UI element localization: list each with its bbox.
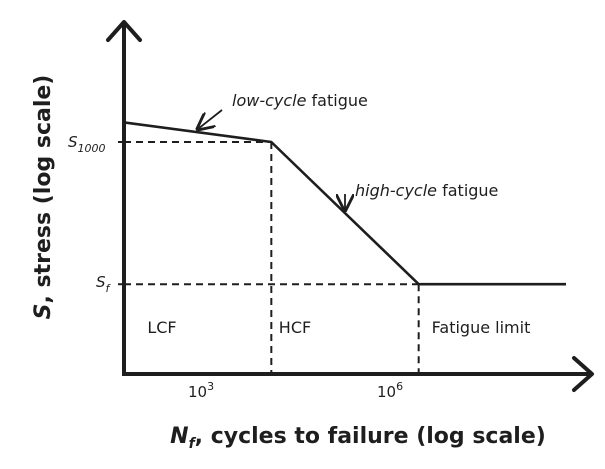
region-label-fatigue-limit: Fatigue limit — [432, 318, 531, 337]
y-tick-label-sf: Sf — [96, 273, 112, 295]
annotation-low-cycle: low-cycle fatigue — [232, 91, 368, 110]
region-label-lcf: LCF — [147, 318, 176, 337]
y-axis-title: S, stress (log scale) — [31, 75, 56, 320]
x-tick-label-1e6: 106 — [377, 380, 403, 401]
x-axis-title: Nf, cycles to failure (log scale) — [170, 424, 546, 452]
y-tick-label-s1000: S1000 — [68, 133, 106, 155]
x-axis-arrowhead — [572, 356, 594, 392]
region-label-hcf: HCF — [279, 318, 311, 337]
y-axis-arrowhead — [106, 20, 142, 42]
annotation-high-cycle: high-cycle fatigue — [355, 181, 498, 200]
annotation-layer — [198, 109, 345, 210]
reference-lines — [118, 141, 420, 374]
x-tick-label-1e3: 103 — [188, 380, 214, 401]
low-cycle-arrow — [198, 109, 223, 129]
